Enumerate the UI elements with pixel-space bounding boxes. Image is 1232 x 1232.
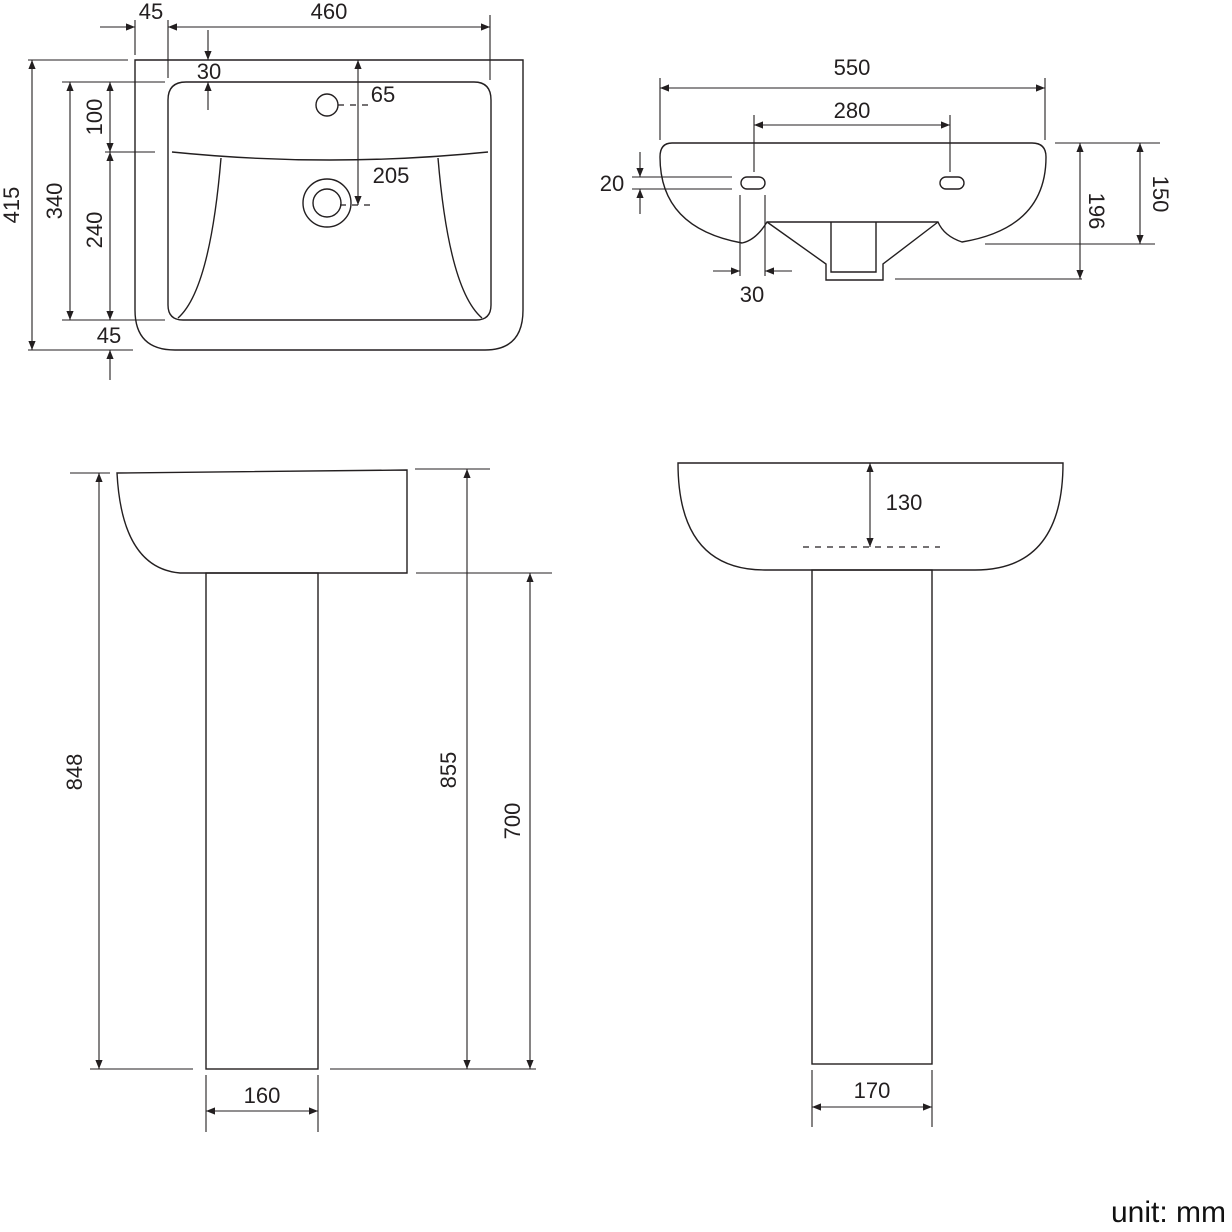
dim-tap-hole: 65 <box>371 82 395 107</box>
front-view: 130 170 <box>677 462 1064 1127</box>
basin-outline-front <box>677 462 1064 571</box>
dim-fixing-centres: 280 <box>834 98 871 123</box>
dim-inner-width: 460 <box>311 0 348 24</box>
dim-lower-section: 240 <box>82 212 107 249</box>
rear-view: 550 280 20 30 196 150 <box>600 55 1173 307</box>
dim-pedestal-depth: 160 <box>244 1083 281 1108</box>
side-view: 848 855 700 160 <box>62 468 552 1132</box>
fixing-hole-left-icon <box>740 176 766 190</box>
dim-pedestal-width: 170 <box>854 1078 891 1103</box>
dim-bowl-height: 150 <box>1148 176 1173 213</box>
dim-fixing-height: 20 <box>600 171 624 196</box>
waste-outlet-icon <box>302 178 352 228</box>
unit-label: unit: mm <box>1110 1196 1226 1229</box>
dim-upper-section: 100 <box>82 99 107 136</box>
dim-rim-to-waste: 196 <box>1084 193 1109 230</box>
basin-outline-top <box>134 59 524 351</box>
fixing-hole-right-icon <box>939 176 965 190</box>
dim-overall-width: 550 <box>834 55 871 80</box>
dim-waste-offset: 205 <box>373 163 410 188</box>
dim-overflow-depth: 130 <box>886 490 923 515</box>
dim-pedestal-height: 700 <box>500 803 525 840</box>
pedestal-front <box>811 569 933 1065</box>
basin-outline-rear <box>659 142 1047 281</box>
dim-inner-depth: 340 <box>42 183 67 220</box>
dim-rim-side: 45 <box>139 0 163 24</box>
dim-overall-depth: 415 <box>0 187 24 224</box>
pedestal-side <box>205 572 319 1070</box>
dim-overall-height: 848 <box>62 754 87 791</box>
dim-rim-bottom: 45 <box>97 323 121 348</box>
top-view: 45 460 30 65 205 415 340 100 240 45 <box>0 0 524 380</box>
dim-rim-top: 30 <box>197 59 221 84</box>
tap-hole-icon <box>315 93 339 117</box>
basin-outline-side <box>116 469 408 574</box>
dim-fixing-offset: 30 <box>740 282 764 307</box>
dim-rim-height: 855 <box>436 752 461 789</box>
